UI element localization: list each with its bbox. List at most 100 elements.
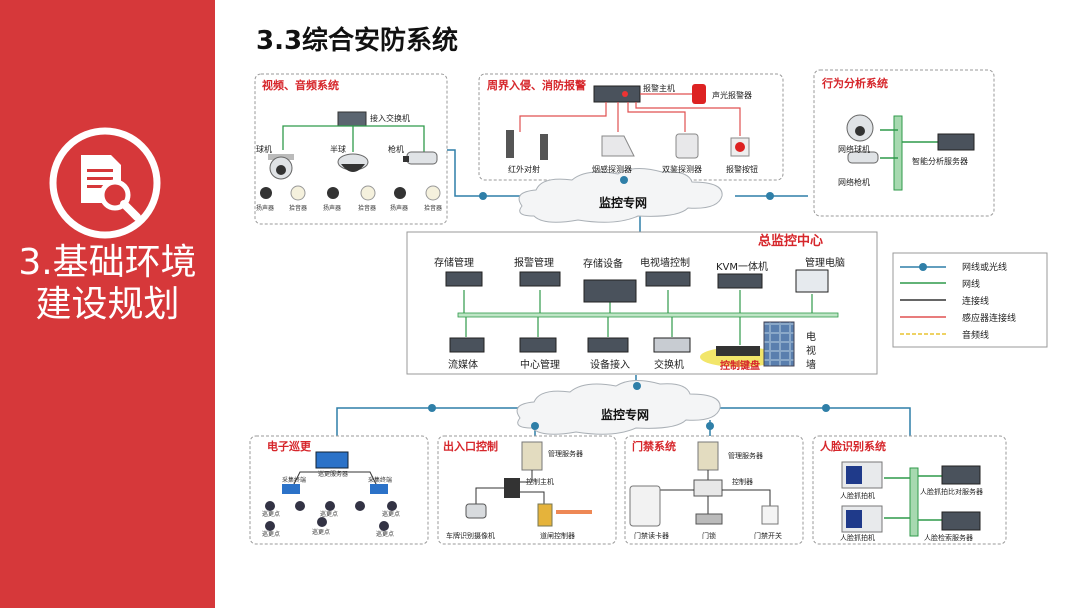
point-label: 巡更点 bbox=[262, 510, 280, 518]
entrance-title: 出入口控制 bbox=[443, 439, 498, 453]
barrier-arm bbox=[556, 510, 592, 514]
device-label: 中心管理 bbox=[520, 358, 560, 371]
device-access-icon bbox=[587, 337, 629, 353]
device-label: 拾音器 bbox=[289, 204, 307, 212]
legend-label: 感应器连接线 bbox=[962, 312, 1016, 324]
private-network-cloud-bottom bbox=[516, 380, 721, 435]
legend-label: 音频线 bbox=[962, 329, 989, 341]
storage-manager-icon bbox=[445, 271, 483, 287]
device-label: KVM一体机 bbox=[716, 260, 768, 273]
tvwall-label-char: 视 bbox=[806, 344, 816, 357]
keyboard-label: 控制键盘 bbox=[720, 359, 760, 372]
network-gun-camera-icon bbox=[847, 151, 879, 164]
device-label: 流媒体 bbox=[448, 358, 478, 371]
access-server-icon bbox=[697, 441, 719, 471]
document-search-icon bbox=[49, 127, 161, 239]
face-recognition-system bbox=[812, 435, 1007, 545]
siren-icon bbox=[692, 84, 706, 104]
infrared-beam-icon bbox=[506, 130, 548, 160]
speaker-mic-row bbox=[260, 185, 441, 201]
lpr-camera-label: 车牌识别摄像机 bbox=[446, 531, 495, 540]
sensor-label: 烟感探测器 bbox=[592, 164, 632, 174]
device-label: 存储设备 bbox=[583, 257, 623, 270]
central-monitoring-center bbox=[406, 231, 878, 375]
device-label: 拾音器 bbox=[358, 204, 376, 212]
patrol-server-icon bbox=[315, 451, 349, 469]
point-label: 巡更点 bbox=[376, 530, 394, 538]
perimeter-fire-alarm bbox=[478, 73, 784, 181]
point-label: 巡更点 bbox=[382, 510, 400, 518]
controller-label: 控制器 bbox=[732, 477, 753, 486]
device-label: 扬声器 bbox=[323, 204, 341, 212]
control-keyboard-icon bbox=[716, 346, 760, 356]
tvwall-label-char: 电 bbox=[806, 330, 816, 343]
video-audio-system bbox=[254, 73, 448, 225]
point-label: 巡更点 bbox=[312, 528, 330, 536]
tvwall-controller-icon bbox=[645, 271, 691, 287]
alarm-host-icon bbox=[593, 85, 641, 103]
device-label: 扬声器 bbox=[390, 204, 408, 212]
device-label: 扬声器 bbox=[256, 204, 274, 212]
management-server-icon bbox=[521, 441, 543, 471]
face-search-server-icon bbox=[941, 511, 981, 531]
gate-controller-icon bbox=[537, 503, 553, 527]
lock-label: 门锁 bbox=[702, 531, 716, 540]
dome-camera-label: 网络球机 bbox=[838, 144, 870, 154]
face-compare-server-label: 人脸抓拍比对服务器 bbox=[920, 487, 983, 496]
face-cam-label: 人脸抓拍机 bbox=[840, 491, 875, 500]
bullet-camera-icon bbox=[403, 151, 438, 165]
camera-label-gun: 枪机 bbox=[388, 144, 404, 154]
network-top-label: 监控专网 bbox=[599, 195, 647, 210]
face-search-server-label: 人脸检索服务器 bbox=[924, 533, 973, 542]
access-control-system bbox=[624, 435, 804, 545]
door-switch-icon bbox=[761, 505, 779, 525]
network-dome-camera-icon bbox=[846, 114, 874, 142]
behavior-title: 行为分析系统 bbox=[821, 76, 888, 90]
legend-label: 网线 bbox=[962, 278, 980, 290]
storage-device-icon bbox=[583, 279, 637, 303]
kvm-icon bbox=[717, 273, 763, 289]
behavior-analysis-system bbox=[813, 69, 995, 217]
management-pc-icon bbox=[795, 269, 829, 293]
entrance-server-label: 管理服务器 bbox=[548, 449, 583, 458]
gate-label: 道闸控制器 bbox=[540, 531, 575, 540]
sensor-label: 报警按钮 bbox=[726, 164, 758, 174]
tvwall-label-char: 墙 bbox=[806, 358, 816, 371]
sensor-label: 双鉴探测器 bbox=[662, 164, 702, 174]
network-bottom-label: 监控专网 bbox=[601, 407, 649, 422]
half-dome-camera-icon bbox=[337, 153, 369, 172]
device-label: 报警管理 bbox=[514, 256, 554, 269]
legend-label: 连接线 bbox=[962, 295, 989, 307]
control-host-icon bbox=[504, 478, 520, 498]
section-title-line2: 建设规划 bbox=[35, 284, 180, 325]
tv-wall-icon bbox=[763, 321, 795, 367]
device-label: 拾音器 bbox=[424, 204, 442, 212]
access-switch-icon bbox=[337, 111, 367, 127]
patrol-title: 电子巡更 bbox=[267, 439, 312, 453]
door-switch-label: 门禁开关 bbox=[754, 531, 782, 540]
terminal-label: 采集终端 bbox=[368, 476, 392, 484]
card-reader-icon bbox=[629, 485, 661, 527]
entrance-control-system bbox=[437, 435, 617, 545]
alarm-manager-icon bbox=[519, 271, 561, 287]
gun-camera-label: 网络枪机 bbox=[838, 177, 870, 187]
camera-label-dome: 球机 bbox=[256, 144, 272, 154]
center-manager-icon bbox=[519, 337, 557, 353]
analysis-server-label: 智能分析服务器 bbox=[912, 156, 968, 166]
device-label: 交换机 bbox=[654, 358, 684, 371]
door-lock-icon bbox=[695, 513, 723, 525]
device-label: 电视墙控制 bbox=[640, 256, 690, 269]
control-host-label: 控制主机 bbox=[526, 477, 554, 486]
patrol-points bbox=[265, 501, 397, 531]
alarm-host-label: 报警主机 bbox=[643, 83, 675, 93]
face-cam-label: 人脸抓拍机 bbox=[840, 533, 875, 542]
legend-label: 网线或光线 bbox=[962, 261, 1007, 273]
center-title: 总监控中心 bbox=[758, 233, 823, 249]
private-network-cloud-top bbox=[518, 168, 723, 223]
device-label: 存储管理 bbox=[434, 256, 474, 269]
dual-detector-icon bbox=[675, 133, 699, 159]
point-label: 巡更点 bbox=[262, 530, 280, 538]
e-patrol-system bbox=[249, 435, 429, 545]
security-system-diagram: 视频、音频系统 周界入侵、消防报警 行为分析系统 总监控中心 电子巡更 出入口控… bbox=[249, 69, 1048, 545]
face-compare-server-icon bbox=[941, 465, 981, 485]
